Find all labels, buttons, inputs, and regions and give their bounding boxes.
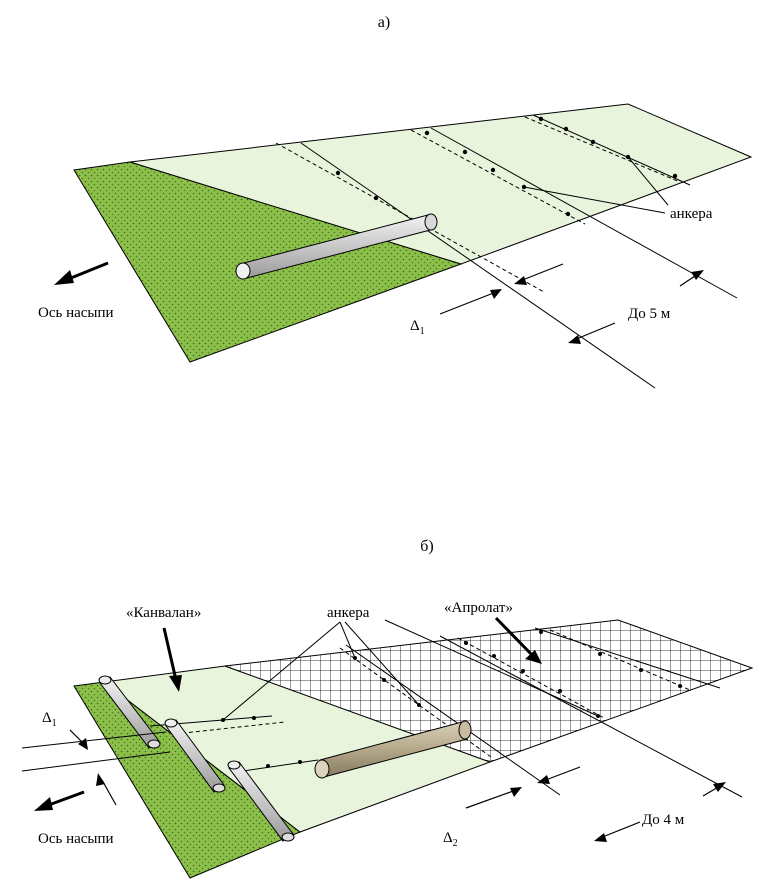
roll-b-1 [98,675,161,749]
panel-a-title: а) [378,14,390,31]
roll-b-3 [227,760,295,842]
anchors-leaders-b [222,619,599,721]
roll-b-aprolat [314,720,472,779]
delta-label-a: Δ1 [410,318,425,337]
kanvalan-label-b: «Канвалан» [126,605,201,621]
delta-left-label-b: Δ1 [42,710,57,729]
anchors-leaders-a [523,156,669,214]
aprolat-pointer-b [494,616,542,664]
panel-b-title: б) [420,538,433,555]
anchors-label-a: анкера [670,206,713,222]
roll-a [235,213,438,280]
panel-a: а) [38,14,753,389]
distance-label-a: До 5 м [628,306,671,322]
anchors-a [335,116,678,217]
kanvalan-pointer-b [162,627,182,692]
distance-label-b: До 4 м [642,812,685,828]
seam-lines-b [149,627,743,798]
anchors-label-b: анкера [327,605,370,621]
delta-bottom-label-b: Δ2 [443,830,458,849]
dimension-arrows-b [465,766,726,842]
dimension-left-b [21,729,171,806]
axis-arrow-a [54,261,109,285]
axis-label-b: Ось насыпи [38,831,114,847]
panel-b: б) [21,538,754,879]
geotextile-sheet-a [129,103,753,265]
roll-b-2 [164,718,226,793]
aprolat-label-b: «Апролат» [444,600,513,616]
axis-label-a: Ось насыпи [38,305,114,321]
axis-arrow-b [34,790,85,811]
seam-lines-a [275,114,738,389]
dimension-arrows-a [439,263,704,344]
